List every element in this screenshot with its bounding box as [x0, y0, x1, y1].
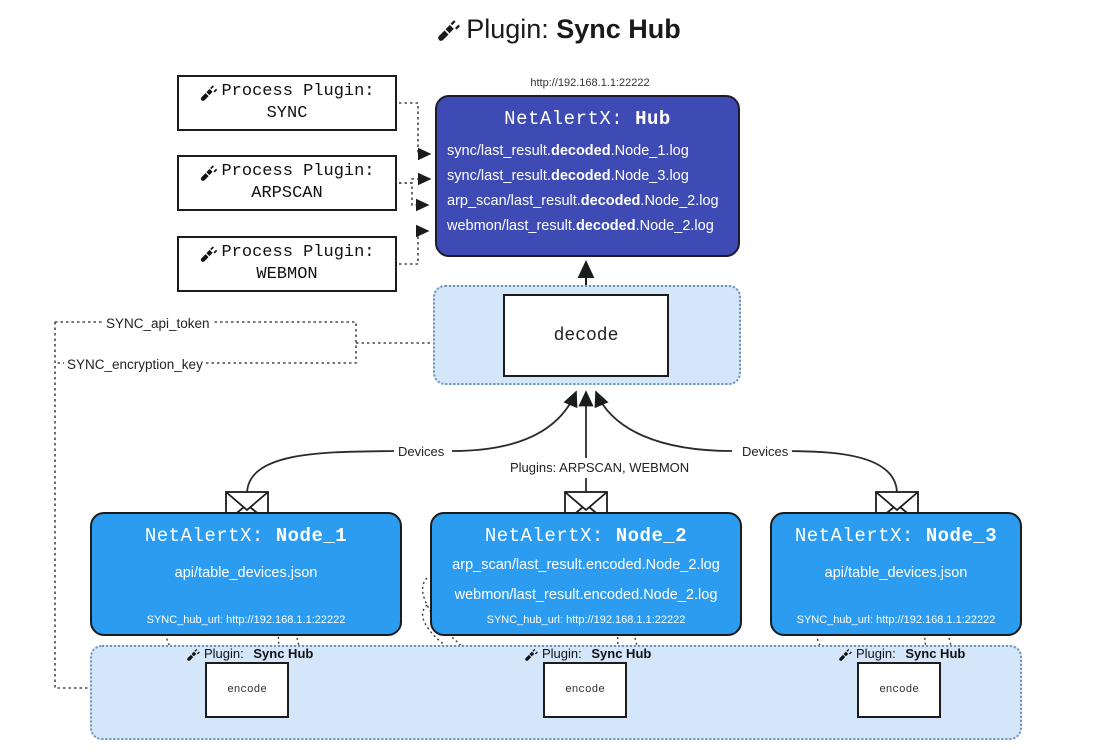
process-plugin-name: WEBMON — [256, 265, 318, 284]
page-title: Plugin: Sync Hub — [0, 14, 1117, 45]
hub-title: NetAlertX: Hub — [504, 108, 671, 130]
process-plugin-sync[interactable]: Process Plugin: SYNC — [177, 75, 397, 131]
edge-label-devices-left: Devices — [394, 444, 449, 459]
node-line: arp_scan/last_result.encoded.Node_2.log — [452, 557, 720, 573]
node-hub-url: SYNC_hub_url: http://192.168.1.1:22222 — [486, 614, 686, 626]
sync-encryption-key-label: SYNC_encryption_key — [64, 357, 206, 372]
plug-icon — [186, 647, 201, 661]
hub-box[interactable]: NetAlertX: Hub sync/last_result.decoded.… — [435, 95, 740, 257]
process-plugin-label: Process Plugin: — [199, 242, 375, 264]
decode-box[interactable]: decode — [503, 294, 669, 377]
hub-log-line: sync/last_result.decoded.Node_3.log — [447, 168, 689, 184]
sync-api-token-label: SYNC_api_token — [103, 316, 213, 331]
plug-icon — [199, 83, 219, 101]
plug-icon — [524, 647, 539, 661]
node-title: NetAlertX: Node_3 — [794, 525, 998, 547]
process-plugin-label: Process Plugin: — [199, 81, 375, 103]
process-plugin-webmon[interactable]: Process Plugin: WEBMON — [177, 236, 397, 292]
plug-icon — [199, 163, 219, 181]
encoder-plugin-label-3: Plugin: Sync Hub — [838, 646, 965, 661]
edge-label-devices-right: Devices — [738, 444, 793, 459]
hub-log-line: webmon/last_result.decoded.Node_2.log — [447, 218, 714, 234]
title-name: Sync Hub — [556, 14, 681, 44]
node-box-node2[interactable]: NetAlertX: Node_2 arp_scan/last_result.e… — [430, 512, 742, 636]
process-plugin-arpscan[interactable]: Process Plugin: ARPSCAN — [177, 155, 397, 211]
node-title: NetAlertX: Node_2 — [484, 525, 688, 547]
node-hub-url: SYNC_hub_url: http://192.168.1.1:22222 — [796, 614, 996, 626]
encode-box-1[interactable]: encode — [205, 662, 289, 718]
node-title: NetAlertX: Node_1 — [144, 525, 348, 547]
encoder-plugin-label-1: Plugin: Sync Hub — [186, 646, 313, 661]
encode-box-3[interactable]: encode — [857, 662, 941, 718]
encode-box-2[interactable]: encode — [543, 662, 627, 718]
title-prefix: Plugin: — [466, 14, 549, 44]
hub-url-label: http://192.168.1.1:22222 — [530, 77, 650, 89]
plug-icon — [199, 244, 219, 262]
process-plugin-name: ARPSCAN — [251, 184, 323, 203]
node-box-node1[interactable]: NetAlertX: Node_1 api/table_devices.json… — [90, 512, 402, 636]
plug-icon — [838, 647, 853, 661]
node-hub-url: SYNC_hub_url: http://192.168.1.1:22222 — [146, 614, 346, 626]
edge-label-plugins: Plugins: ARPSCAN, WEBMON — [506, 460, 694, 475]
hub-log-list: sync/last_result.decoded.Node_1.log sync… — [437, 139, 738, 239]
process-plugin-label: Process Plugin: — [199, 161, 375, 183]
node-box-node3[interactable]: NetAlertX: Node_3 api/table_devices.json… — [770, 512, 1022, 636]
plug-icon — [436, 17, 462, 41]
hub-log-line: sync/last_result.decoded.Node_1.log — [447, 143, 689, 159]
process-plugin-name: SYNC — [266, 104, 308, 123]
node-line: api/table_devices.json — [174, 565, 318, 581]
node-line: webmon/last_result.encoded.Node_2.log — [454, 587, 718, 603]
node-line: api/table_devices.json — [824, 565, 968, 581]
hub-log-line: arp_scan/last_result.decoded.Node_2.log — [447, 193, 719, 209]
encoder-plugin-label-2: Plugin: Sync Hub — [524, 646, 651, 661]
